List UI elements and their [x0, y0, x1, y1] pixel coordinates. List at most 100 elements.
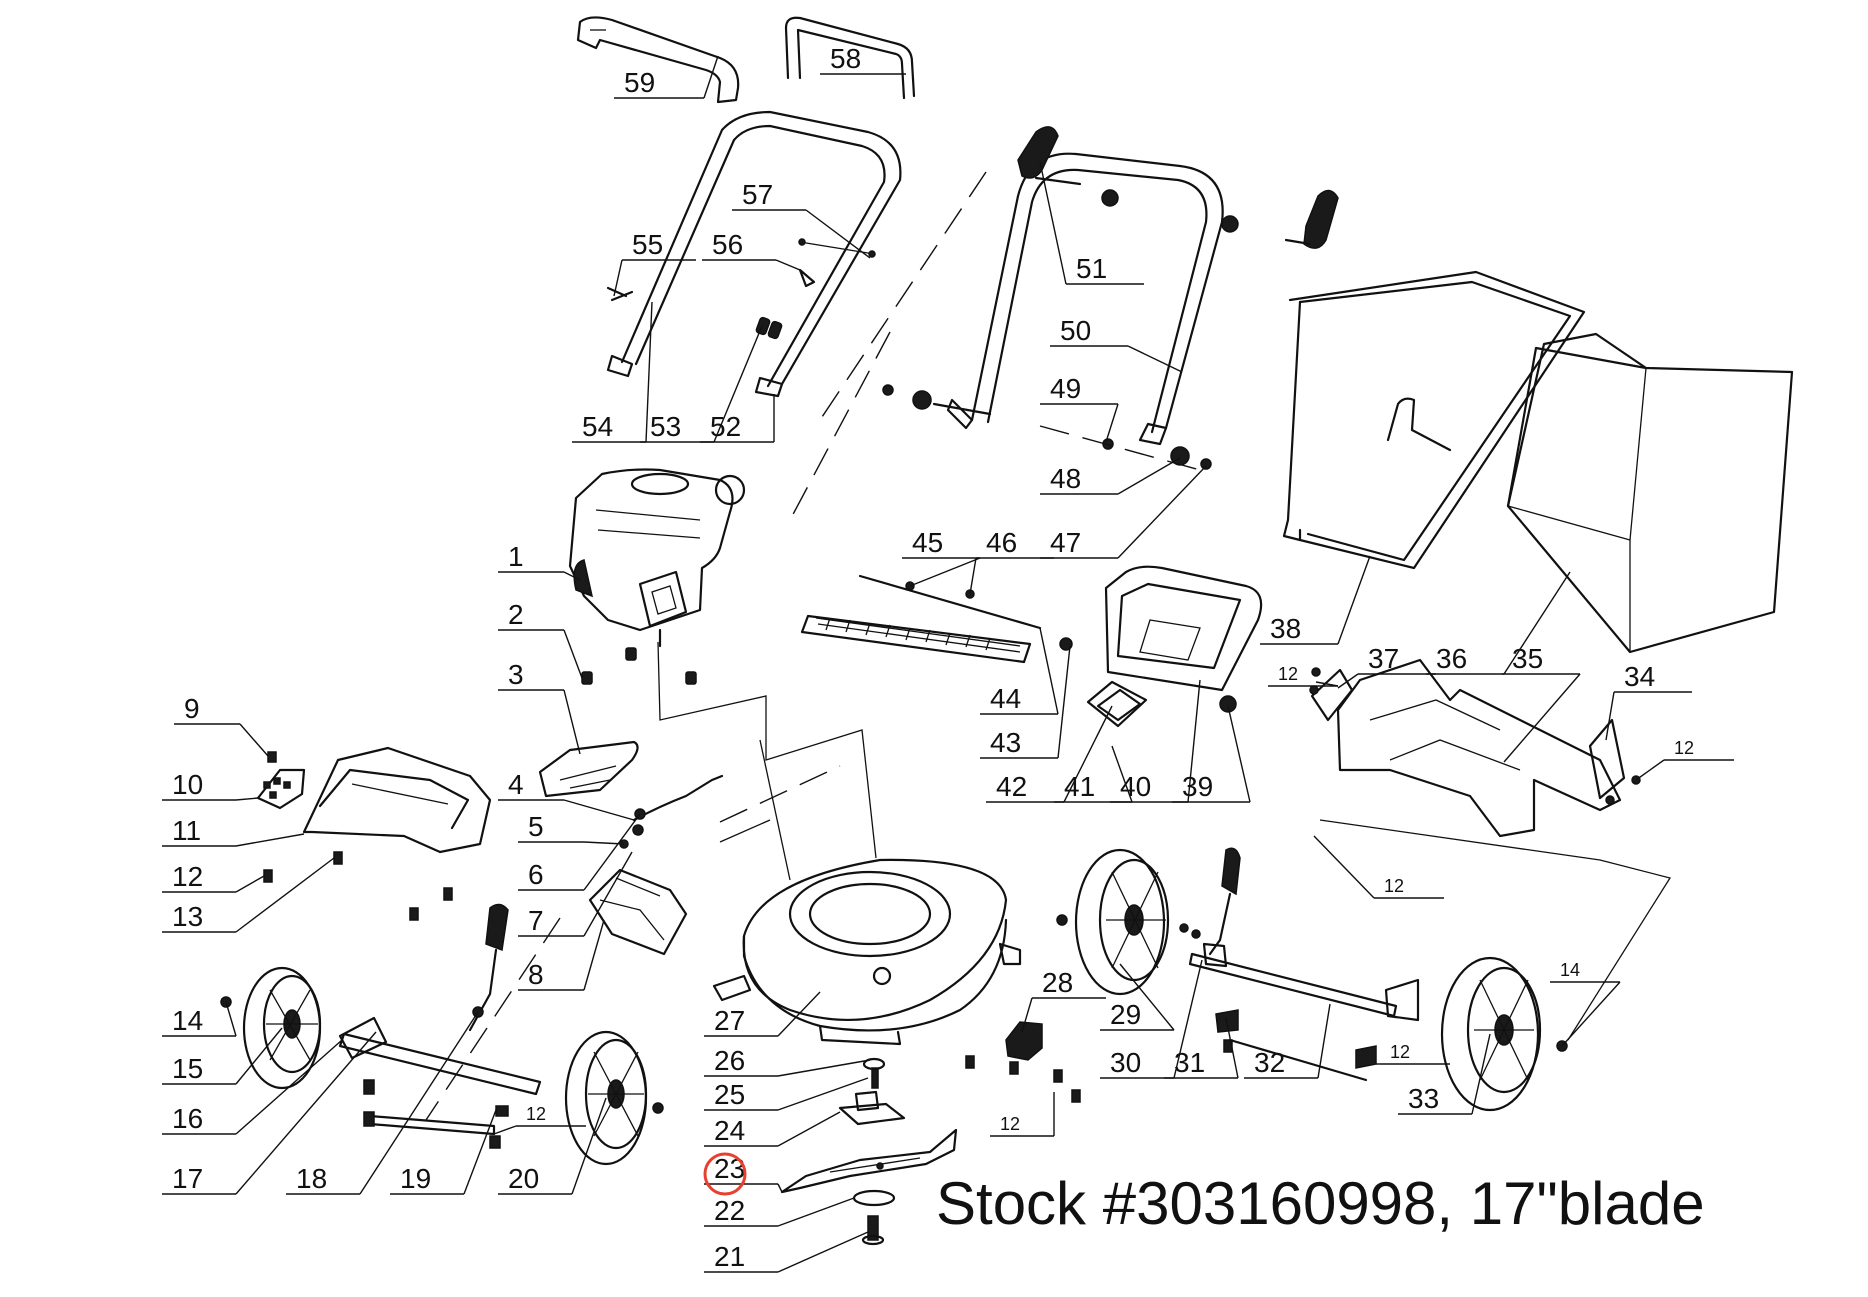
part-number-31: 31	[1174, 1047, 1205, 1078]
callout-leader	[1227, 705, 1251, 803]
part-number-54: 54	[582, 411, 613, 442]
callout-58: 58	[820, 43, 906, 75]
callout-leader	[563, 689, 581, 755]
part-51-cam-levers	[1017, 126, 1339, 249]
part-29-rear-wheel-left	[1056, 848, 1170, 996]
callout-leader	[239, 723, 269, 757]
part-number-11: 11	[172, 815, 201, 846]
part-31-axle-bracket	[1215, 1009, 1377, 1082]
callout-14a: 14	[162, 1001, 237, 1037]
callout-45: 45	[902, 527, 981, 587]
part-number-34: 34	[1624, 661, 1655, 692]
callout-28: 28	[1021, 967, 1106, 1033]
callout-39: 39	[1172, 705, 1251, 803]
callout-leader	[703, 55, 719, 99]
part-number-13: 13	[172, 901, 203, 932]
part-number-36: 36	[1436, 643, 1467, 674]
callout-12g: 12	[1268, 664, 1339, 687]
part-1-engine	[568, 468, 746, 648]
part-24-blade-adapter	[838, 1057, 906, 1126]
callout-51: 51	[1039, 161, 1144, 285]
callout-3: 3	[498, 659, 581, 755]
callout-leader	[1315, 681, 1339, 687]
part-number-7: 7	[528, 905, 544, 936]
callout-leader	[777, 1183, 783, 1193]
callout-54: 54	[572, 301, 653, 443]
part-30-rear-height-lever	[1179, 847, 1241, 968]
callout-leader	[1605, 691, 1615, 741]
callout-49: 49	[1040, 373, 1119, 443]
callout-19: 19	[390, 1109, 497, 1195]
part-number-52: 52	[710, 411, 741, 442]
callout-leader	[1039, 161, 1067, 285]
part-8-mulch-deflector	[588, 868, 688, 956]
part-number-5: 5	[528, 811, 544, 842]
part-number-59: 59	[624, 67, 655, 98]
part-number-30: 30	[1110, 1047, 1141, 1078]
part-number-46: 46	[986, 527, 1017, 558]
callout-leader	[563, 629, 583, 679]
callout-21: 21	[704, 1231, 869, 1273]
part-38-grass-bag-frame	[1282, 270, 1586, 570]
part-number-44: 44	[990, 683, 1021, 714]
callout-18: 18	[286, 1011, 479, 1195]
part-number-48: 48	[1050, 463, 1081, 494]
callout-leader	[1317, 1003, 1331, 1079]
callout-38: 38	[1260, 555, 1371, 645]
callout-leader	[235, 875, 265, 893]
part-number-4: 4	[508, 769, 524, 800]
callout-1: 1	[498, 541, 581, 581]
callout-leader	[493, 1125, 517, 1135]
callout-8: 8	[518, 919, 605, 991]
callout-12c: 12	[990, 1092, 1055, 1137]
callout-33: 33	[1398, 1033, 1491, 1115]
part-number-56: 56	[712, 229, 743, 260]
callout-leader	[1057, 645, 1071, 759]
part-27-mower-deck	[712, 858, 1022, 1046]
callout-leader	[235, 833, 305, 847]
callout-leader	[1503, 673, 1581, 763]
callout-leader	[1063, 705, 1113, 803]
callout-leader	[463, 1109, 497, 1195]
callout-9: 9	[174, 693, 269, 757]
callout-leader	[583, 919, 605, 991]
callout-leader	[613, 259, 623, 297]
part-33-rear-wheel-right	[1440, 956, 1568, 1112]
callout-31: 31	[1164, 1017, 1239, 1079]
callout-47: 47	[1040, 465, 1207, 559]
part-number-47: 47	[1050, 527, 1081, 558]
callout-leader	[359, 1011, 479, 1195]
callout-leader	[1021, 997, 1033, 1033]
part-15-front-wheel-left	[220, 966, 322, 1090]
callout-leader	[1471, 1033, 1491, 1115]
callout-12b: 12	[493, 1104, 586, 1135]
part-52-lower-handle-frame	[606, 110, 902, 398]
callout-14b: 14	[1550, 960, 1621, 1047]
callout-leader	[1105, 403, 1119, 443]
part-number-15: 15	[172, 1053, 203, 1084]
part-number-16: 16	[172, 1103, 203, 1134]
part-number-41: 41	[1064, 771, 1095, 802]
callout-25: 25	[704, 1077, 869, 1111]
callout-55: 55	[613, 229, 696, 297]
callout-6: 6	[518, 813, 641, 891]
callout-leader	[777, 1077, 869, 1111]
part-number-12d: 12	[1390, 1042, 1410, 1062]
callout-leader	[1561, 981, 1621, 1047]
callout-leader	[571, 1097, 607, 1195]
part-number-40: 40	[1120, 771, 1151, 802]
part-20-front-wheel-right	[564, 1030, 664, 1166]
part-number-26: 26	[714, 1045, 745, 1076]
callout-30: 30	[1100, 959, 1203, 1079]
callout-56: 56	[702, 229, 801, 271]
callout-leader	[1337, 673, 1359, 689]
callout-leader	[1039, 627, 1059, 715]
callout-leader	[909, 557, 981, 587]
part-21-blade-bolt	[861, 1215, 885, 1246]
part-number-8: 8	[528, 959, 544, 990]
callout-10: 10	[162, 769, 259, 801]
callout-48: 48	[1040, 457, 1181, 495]
callout-leader	[805, 209, 871, 259]
